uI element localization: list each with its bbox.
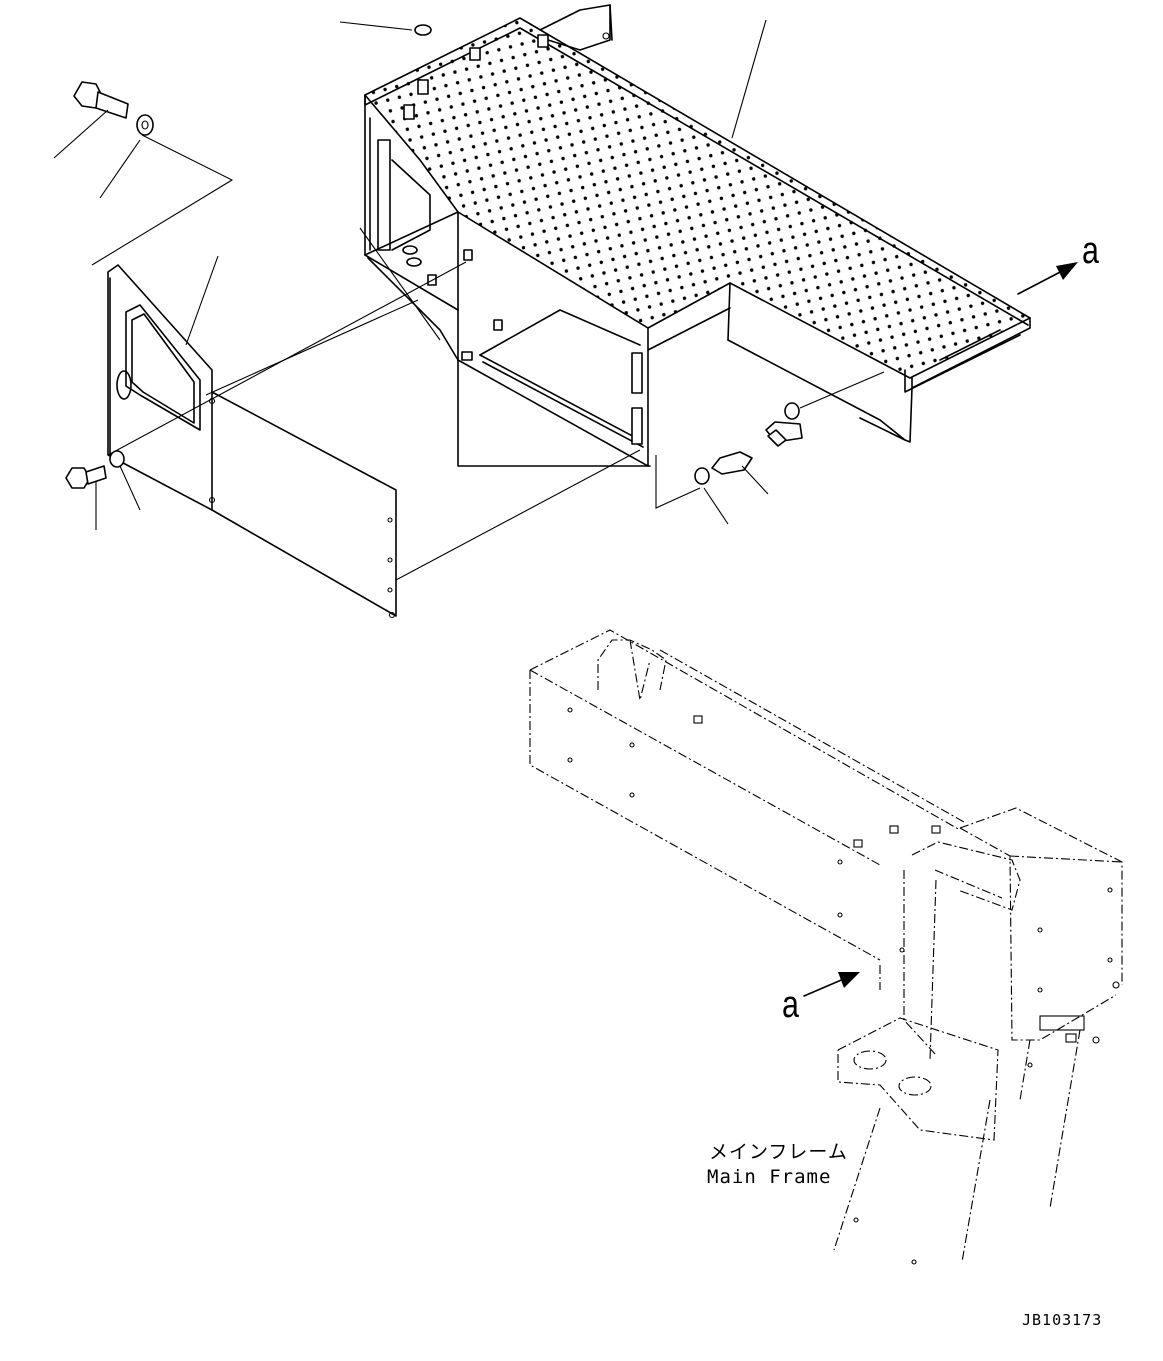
reference-arrow-upper [1017,262,1078,295]
bolts-and-washers [65,81,803,489]
cover-box [364,4,1031,467]
drawing-number: JB103173 [1022,1311,1103,1329]
reference-label-upper: a [1082,230,1099,272]
main-frame [529,629,1123,1265]
reference-label-lower: a [782,984,799,1026]
main-frame-note-english: Main Frame [707,1166,832,1188]
reference-arrow-lower [803,972,860,997]
side-panel [107,264,397,619]
leader-lines [53,19,885,581]
main-frame-note-japanese: メインフレーム [709,1141,848,1163]
